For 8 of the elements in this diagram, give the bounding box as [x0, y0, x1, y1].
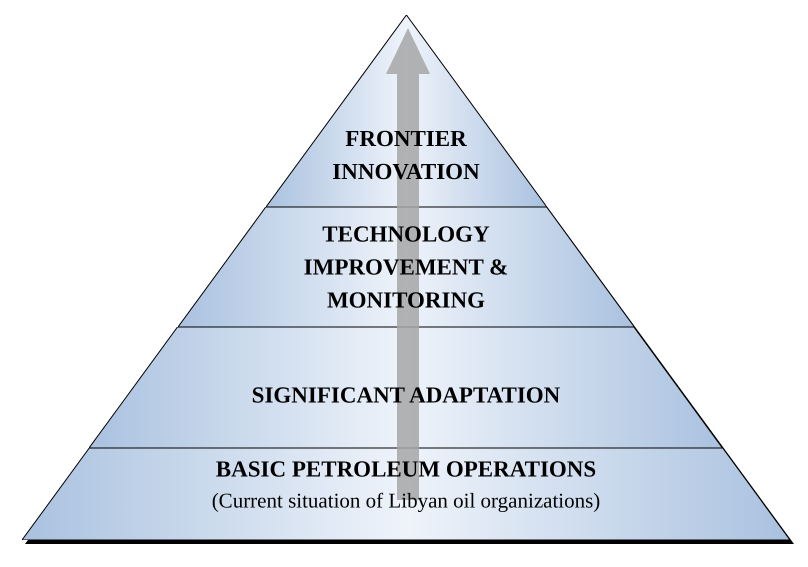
tier-title: BASIC PETROLEUM OPERATIONS — [214, 456, 598, 484]
pyramid-tier — [178, 207, 634, 327]
pyramid-tier — [89, 327, 723, 448]
pyramid-tier — [22, 448, 790, 540]
tier-note: (Current situation of Libyan oil organizations) — [210, 488, 602, 514]
tier-title: FRONTIER INNOVATION — [331, 125, 481, 186]
tier-title: TECHNOLOGY IMPROVEMENT & MONITORING — [302, 220, 510, 314]
tier-title: SIGNIFICANT ADAPTATION — [250, 382, 562, 410]
